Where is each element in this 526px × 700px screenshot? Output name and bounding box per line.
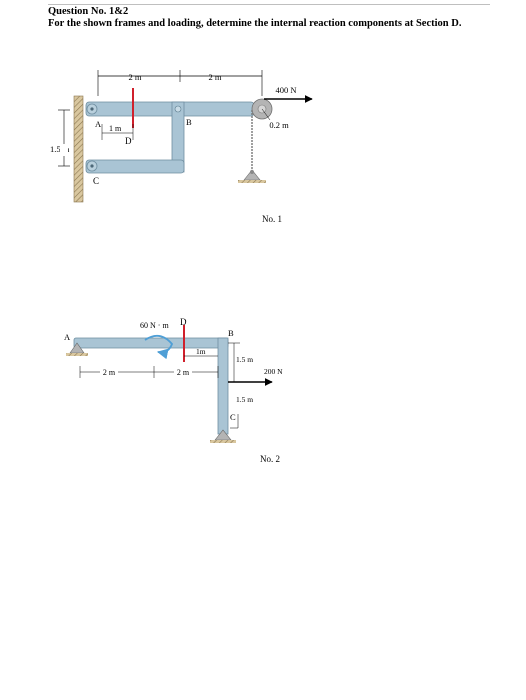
fig2-dim-1m: 1m — [196, 347, 206, 356]
fig1-load: 400 N — [275, 85, 296, 95]
fig2-label-c: C — [230, 412, 236, 422]
fig2-load: 200 N — [264, 367, 283, 376]
fig2-moment: 60 N · m — [140, 321, 169, 330]
fig2-caption: No. 2 — [260, 454, 280, 464]
figure-1: 2 m 2 m 400 N 0.2 m 1.5 m A 1 m — [50, 70, 313, 224]
fig1-wall — [73, 95, 84, 203]
fig2-vertical-member — [217, 337, 229, 435]
fig1-dim-1m: 1 m — [109, 124, 122, 133]
fig2-label-b: B — [228, 328, 234, 338]
fig1-dim-left-value: 1.5 m — [50, 144, 70, 154]
fig2-dim-15m-upper: 1.5 m — [236, 355, 253, 364]
fig1-dim-top-right: 2 m — [209, 72, 222, 82]
fig1-pulley-radius: 0.2 m — [269, 120, 289, 130]
fig2-moment-arrow — [144, 334, 174, 360]
fig1-dim-top-left: 2 m — [129, 72, 142, 82]
fig1-label-b: B — [186, 117, 192, 127]
fig2-label-d: D — [180, 317, 187, 327]
fig1-caption: No. 1 — [262, 214, 282, 224]
fig1-label-a: A — [95, 119, 102, 129]
fig2-dim-2m-left: 2 m — [103, 368, 116, 377]
fig2-dim-2m-right: 2 m — [177, 368, 190, 377]
fig1-hinge-b — [174, 105, 182, 113]
question-number: Question No. 1&2 — [48, 6, 129, 17]
fig2-support-c — [214, 429, 232, 441]
fig1-label-d: D — [125, 136, 132, 146]
fig1-label-c: C — [93, 176, 99, 186]
fig2-label-a: A — [64, 332, 71, 342]
fig2-dim-15m-lower: 1.5 m — [236, 395, 253, 404]
fig1-bottom-beam — [85, 159, 185, 174]
fig1-ground — [238, 180, 266, 183]
question-text: For the shown frames and loading, determ… — [48, 18, 462, 29]
figure-2: A B C D 60 N · m 1m 2 m 2 m 1.5 m 1.5 m — [64, 317, 283, 464]
header-rule — [48, 4, 490, 5]
fig1-top-beam — [85, 101, 255, 117]
